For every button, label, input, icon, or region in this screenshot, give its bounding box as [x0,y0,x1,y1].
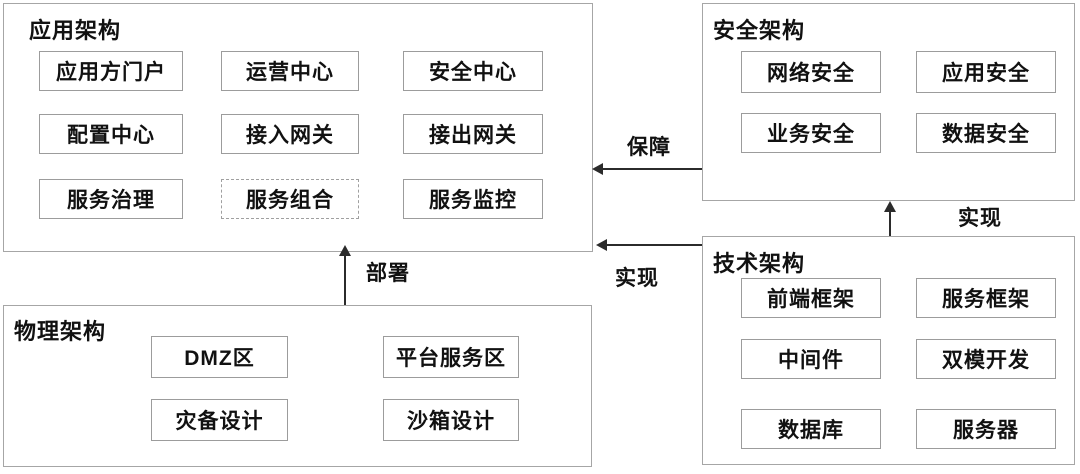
node-app-portal: 应用方门户 [39,51,183,91]
node-middleware: 中间件 [741,339,881,379]
node-operation-center: 运营中心 [221,51,359,91]
node-network-security: 网络安全 [741,51,881,93]
node-inbound-gateway: 接入网关 [221,114,359,154]
guarantee-arrow-head [592,163,603,175]
node-service-framework: 服务框架 [916,278,1056,318]
deploy-arrow-label: 部署 [366,262,410,285]
implement-security-arrow-label: 实现 [958,207,1002,230]
node-sandbox-design: 沙箱设计 [383,399,519,441]
panel-security-architecture: 安全架构 网络安全 应用安全 业务安全 数据安全 [702,3,1075,201]
implement-app-arrow-label: 实现 [615,267,659,290]
node-dual-mode-dev: 双模开发 [916,339,1056,379]
panel-application-architecture: 应用架构 应用方门户 运营中心 安全中心 配置中心 接入网关 接出网关 服务治理… [3,3,593,252]
node-frontend-framework: 前端框架 [741,278,881,318]
node-security-center: 安全中心 [403,51,543,91]
panel-physical-title: 物理架构 [14,319,107,344]
node-service-governance: 服务治理 [39,179,183,219]
node-server: 服务器 [916,409,1056,449]
node-service-monitoring: 服务监控 [403,179,543,219]
implement-security-arrow-head [884,201,896,212]
deploy-arrow-line [344,253,346,305]
node-platform-service-zone: 平台服务区 [383,336,519,378]
node-application-security: 应用安全 [916,51,1056,93]
deploy-arrow-head [339,245,351,256]
node-outbound-gateway: 接出网关 [403,114,543,154]
panel-technical-title: 技术架构 [713,251,806,276]
guarantee-arrow-label: 保障 [627,136,671,159]
node-dmz-zone: DMZ区 [151,336,288,378]
node-config-center: 配置中心 [39,114,183,154]
panel-physical-architecture: 物理架构 DMZ区 平台服务区 灾备设计 沙箱设计 [3,305,592,467]
panel-application-title: 应用架构 [29,18,122,43]
node-disaster-recovery-design: 灾备设计 [151,399,288,441]
implement-app-arrow-head [596,239,607,251]
node-business-security: 业务安全 [741,113,881,153]
node-service-composition: 服务组合 [221,179,359,219]
node-data-security: 数据安全 [916,113,1056,153]
node-database: 数据库 [741,409,881,449]
implement-app-arrow-line [602,244,702,246]
implement-security-arrow-line [889,208,891,236]
panel-security-title: 安全架构 [713,18,806,43]
panel-technical-architecture: 技术架构 前端框架 服务框架 中间件 双模开发 数据库 服务器 [702,236,1075,465]
guarantee-arrow-line [598,168,702,170]
